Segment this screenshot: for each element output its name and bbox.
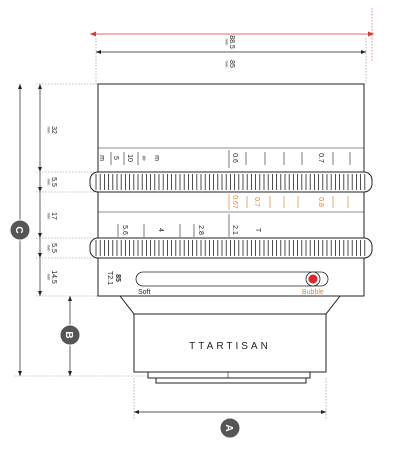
section-1-unit: mm	[47, 127, 52, 134]
dim-arrow	[38, 84, 42, 89]
brand-logo-text: TTARTISAN	[189, 341, 271, 352]
dim-arrow	[38, 187, 42, 192]
marker-c-circle	[9, 219, 31, 241]
marker-c-label: C	[13, 226, 24, 233]
marker-b: B	[59, 324, 81, 346]
aperture-t-mark: T	[254, 228, 261, 233]
a-arrow-left	[134, 410, 139, 414]
body-width-value: 85	[228, 60, 235, 68]
section-5-unit: mm	[47, 274, 52, 281]
switch-knob[interactable]	[308, 274, 318, 284]
focus-mark-0.6: 0.6	[231, 153, 238, 163]
feet-mark-0.7: 0.7	[253, 197, 260, 207]
aperture-ring[interactable]	[89, 237, 373, 259]
body-width-unit: mm	[225, 61, 230, 68]
focal-length-label: 85 T2.1	[106, 271, 121, 285]
aperture-mark-4: 4	[157, 228, 164, 232]
section-3-value: 17	[50, 212, 57, 220]
lens-front-barrel	[97, 83, 365, 173]
b-arrow-bottom	[68, 371, 72, 376]
feet-mark-0.8: 0.8	[317, 197, 324, 207]
feet-mark-0.67: 0.67	[231, 195, 238, 209]
lens-middle-barrel	[97, 191, 365, 239]
focus-mark-10: 10	[126, 154, 133, 162]
aperture-ring-knurl	[95, 240, 366, 256]
focus-ring-upper[interactable]	[89, 171, 373, 193]
overall-width-value: 88.5	[228, 35, 235, 49]
b-arrow-top	[68, 296, 72, 301]
body-width-arrow-left	[96, 50, 101, 54]
dim-arrow	[38, 167, 42, 172]
dim-arrow	[38, 291, 42, 296]
focus-mark-unit-m: m	[153, 155, 160, 161]
switch-label-soft: Soft	[138, 289, 151, 296]
marker-a: A	[219, 417, 241, 439]
aperture-mark-5.6: 5.6	[121, 225, 128, 235]
mount-bayonet	[155, 377, 307, 384]
switch-label-bubble: Bubble	[302, 289, 324, 296]
tstop-value: T2.1	[106, 271, 113, 285]
mount-flange	[147, 371, 311, 379]
focus-mark-inf: ∞	[140, 156, 147, 161]
section-4-unit: mm	[47, 245, 52, 252]
section-1-value: 32	[50, 126, 57, 134]
overall-width-arrow-right	[368, 31, 374, 37]
focus-ring-upper-knurl	[95, 174, 366, 190]
focal-length-value: 85	[114, 274, 121, 282]
aperture-mark-2.8: 2.8	[197, 225, 204, 235]
section-2-unit: mm	[47, 179, 52, 186]
overall-width-arrow-left	[90, 31, 96, 37]
aperture-scale: 5.6 4 2.8 2.1 T	[117, 214, 261, 237]
lens-taper	[118, 295, 342, 315]
marker-a-circle	[219, 417, 241, 439]
feet-scale: 0.67 0.7 0.8	[228, 194, 349, 210]
overall-width-unit: mm	[225, 39, 230, 46]
focus-mark-5: 5	[112, 156, 119, 160]
section-5-value: 14.5	[50, 270, 57, 284]
marker-b-label: B	[63, 331, 74, 338]
marker-b-circle	[59, 324, 81, 346]
focus-scale: m 5 10 ∞ m 0.6 0.7	[98, 150, 351, 168]
lens-mount-barrel	[133, 313, 327, 373]
soft-bubble-switch-track[interactable]	[135, 271, 329, 287]
c-arrow-top	[18, 84, 22, 89]
marker-a-label: A	[223, 424, 234, 431]
section-4-value: 5.5	[50, 243, 57, 253]
a-arrow-right	[321, 410, 326, 414]
dim-arrow	[38, 233, 42, 238]
section-3-unit: mm	[47, 213, 52, 220]
focus-mark-0.7: 0.7	[317, 153, 324, 163]
focus-mark-m: m	[98, 155, 105, 161]
section-2-value: 5.5	[50, 177, 57, 187]
marker-c: C	[9, 219, 31, 241]
aperture-mark-2.1: 2.1	[231, 225, 238, 235]
dim-arrow	[38, 253, 42, 258]
body-width-arrow-right	[361, 50, 366, 54]
c-arrow-bottom	[18, 371, 22, 376]
